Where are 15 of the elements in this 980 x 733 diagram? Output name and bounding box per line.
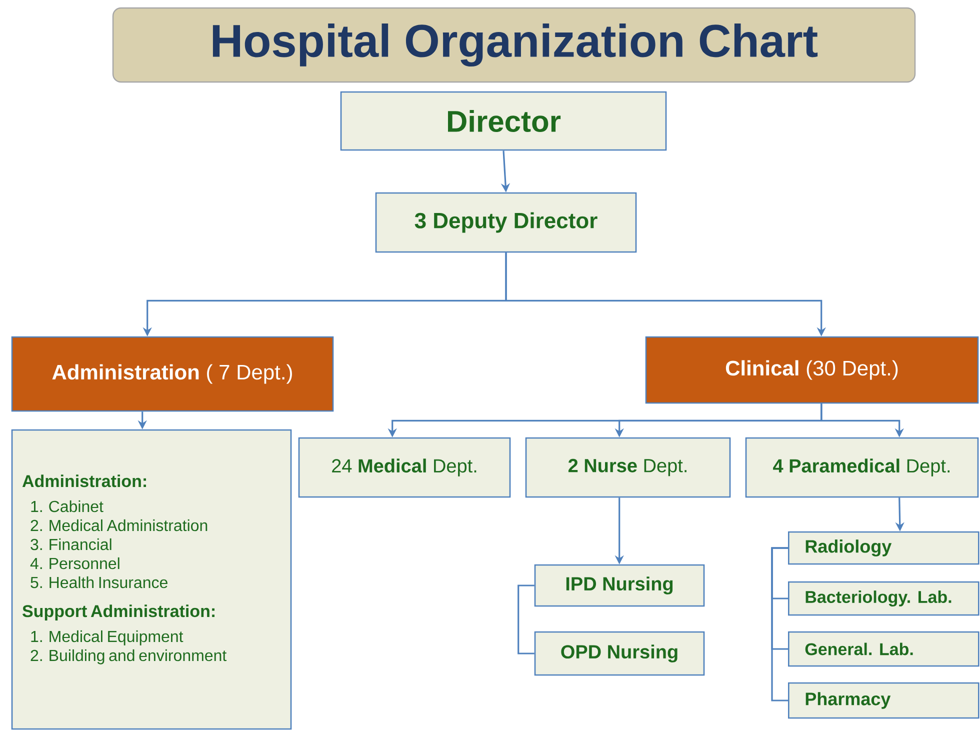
department-list-box: Administration: 1. Cabinet 2. Medical Administration 3. Financial 4. Personnel 5. Health Insurance Support Administration: 1. Medical Equipment 2. Building and environment [11, 429, 292, 730]
unit-box: Bacteriology. Lab. [788, 581, 980, 616]
division-box: Clinical (30 Dept.) [645, 336, 979, 404]
division-box: Administration ( 7 Dept.) [11, 336, 334, 412]
director-box: Director [340, 91, 667, 151]
unit-box: Pharmacy [788, 682, 980, 719]
unit-box: OPD Nursing [534, 631, 705, 676]
department-box: 24 Medical Dept. [298, 437, 511, 498]
department-box: 4 Paramedical Dept. [745, 437, 979, 498]
unit-box: IPD Nursing [534, 564, 705, 607]
department-box: 2 Nurse Dept. [525, 437, 731, 498]
title-banner: Hospital Organization Chart [112, 7, 916, 83]
unit-box: Radiology [788, 531, 980, 565]
deputy-box: 3 Deputy Director [375, 192, 637, 253]
unit-box: General. Lab. [788, 631, 980, 667]
